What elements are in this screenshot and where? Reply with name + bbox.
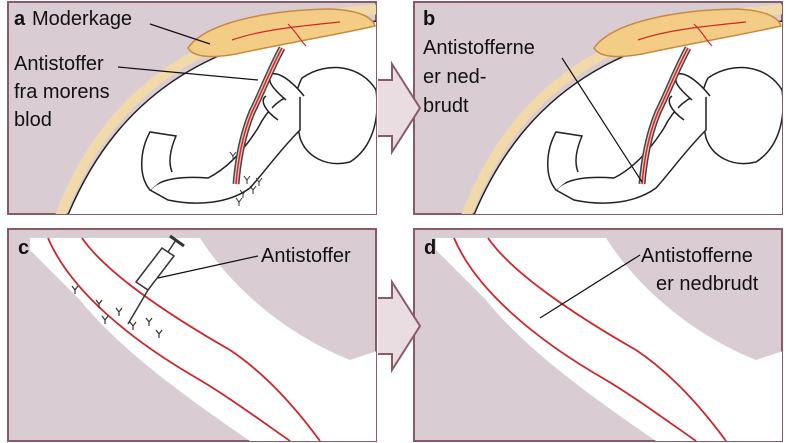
antibody-label-line-3: brudt xyxy=(423,95,469,117)
antibody-label-line-2: er ned- xyxy=(423,66,486,88)
panel-b: b Antistofferne er ned- brudt xyxy=(414,2,786,240)
antibody-label: Antistoffer xyxy=(261,245,351,267)
panel-d: d Antistofferne er nedbrudt xyxy=(414,229,786,441)
placenta-label: Moderkage xyxy=(32,8,132,30)
panel-b-letter: b xyxy=(423,8,435,30)
antibody-label-line-1: Antistofferne xyxy=(423,37,535,59)
panel-c-letter: c xyxy=(18,237,29,259)
panel-a-letter: a xyxy=(14,8,26,30)
antibody-label-line-2: fra morens xyxy=(14,81,110,103)
antibody-label-line-1: Antistofferne xyxy=(641,245,753,267)
antibody-label-line-1: Antistoffer xyxy=(14,53,104,75)
antibody-label-line-2: er nedbrudt xyxy=(656,273,759,295)
antibody-label-line-3: blod xyxy=(14,109,52,131)
panel-d-letter: d xyxy=(424,237,436,259)
panel-a: a Moderkage Antistoffer fra morens blod xyxy=(8,2,400,240)
panel-c: c Antistoffer xyxy=(8,229,380,441)
